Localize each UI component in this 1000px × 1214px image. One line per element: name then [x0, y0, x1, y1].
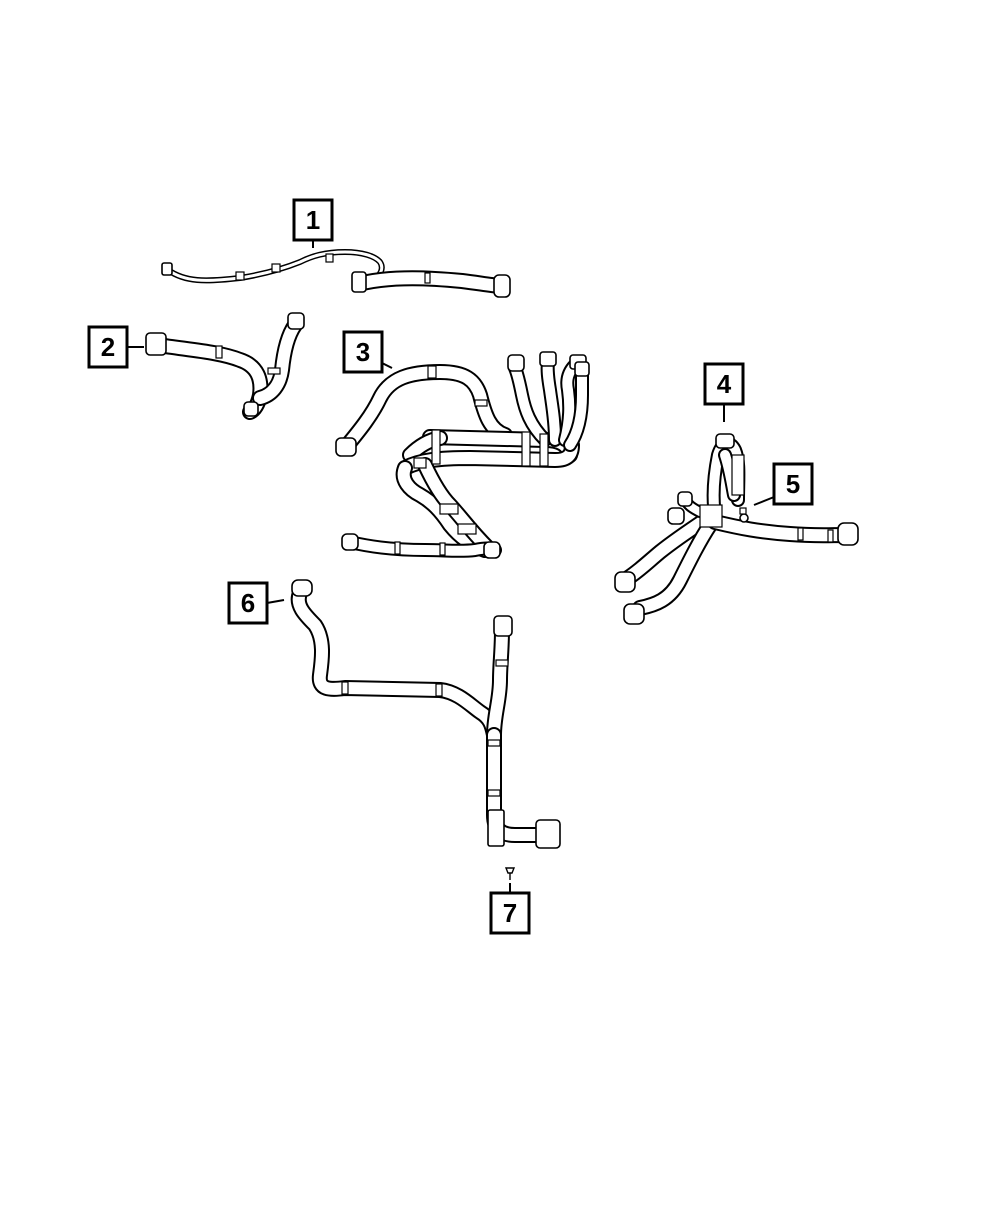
callout-7: 7 — [489, 891, 531, 935]
part-5-clip — [739, 507, 749, 523]
callout-2: 2 — [87, 325, 129, 369]
part-7-push-pin — [504, 867, 516, 880]
callout-5: 5 — [772, 462, 814, 506]
callout-7-label: 7 — [503, 898, 517, 928]
callout-4-label: 4 — [717, 369, 732, 399]
callout-6-label: 6 — [241, 588, 255, 618]
callout-5-label: 5 — [786, 469, 800, 499]
part-1-hose — [161, 249, 511, 298]
callout-3-label: 3 — [356, 337, 370, 367]
callout-6: 6 — [227, 581, 269, 625]
callout-4: 4 — [703, 362, 745, 406]
callout-2-label: 2 — [101, 332, 115, 362]
part-3-hose-assembly — [335, 351, 590, 559]
part-6-hose-assembly — [290, 579, 561, 849]
part-4-hose-assembly — [614, 433, 859, 625]
callout-1: 1 — [292, 198, 334, 242]
callout-3: 3 — [342, 330, 384, 374]
leader-lines — [127, 240, 775, 893]
part-2-hose — [145, 312, 305, 420]
callout-1-label: 1 — [306, 205, 320, 235]
